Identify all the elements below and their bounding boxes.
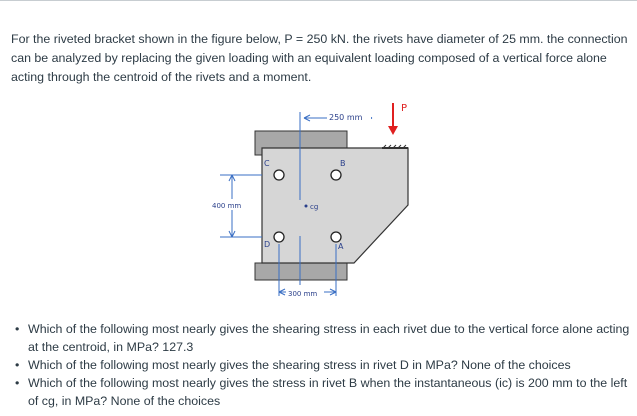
top-divider bbox=[0, 0, 637, 1]
centroid-dot bbox=[304, 204, 308, 208]
dim-top-label: 250 mm bbox=[329, 113, 363, 122]
question-item: • Which of the following most nearly giv… bbox=[10, 320, 630, 356]
question-item: • Which of the following most nearly giv… bbox=[10, 356, 630, 374]
rivet-b-label: B bbox=[340, 159, 346, 168]
question-item: • Which of the following most nearly giv… bbox=[10, 374, 630, 410]
load-arrow-head bbox=[388, 126, 398, 135]
dim-top-label-bg bbox=[327, 110, 371, 122]
rivet-a-label: A bbox=[338, 242, 344, 251]
dim-left-arrow-bottom bbox=[228, 230, 236, 238]
dim-bottom-arrow-right bbox=[329, 288, 337, 296]
question-list: • Which of the following most nearly giv… bbox=[10, 320, 630, 410]
top-support-bar bbox=[254, 130, 348, 156]
rivet-d-label: D bbox=[264, 240, 270, 249]
bracket-plate bbox=[261, 147, 409, 264]
rivet-b bbox=[330, 169, 342, 181]
dim-left-label: 400 mm bbox=[212, 202, 241, 210]
question-text: Which of the following most nearly gives… bbox=[28, 322, 630, 354]
dim-bottom-label-bg bbox=[286, 287, 324, 298]
bottom-support-bar bbox=[254, 262, 348, 281]
dim-top-arrow-right bbox=[365, 114, 373, 122]
rivet-a bbox=[330, 231, 342, 243]
bullet: • bbox=[15, 376, 20, 390]
bullet: • bbox=[15, 358, 20, 372]
rivet-c-label: C bbox=[264, 159, 270, 168]
dim-top-arrow-left bbox=[303, 114, 311, 122]
rivet-c bbox=[273, 169, 285, 181]
problem-statement: For the riveted bracket shown in the fig… bbox=[11, 32, 628, 84]
question-text: Which of the following most nearly gives… bbox=[28, 376, 628, 408]
dim-left-arrow-top bbox=[228, 174, 236, 182]
centroid-label: cg bbox=[310, 203, 318, 211]
rivet-d bbox=[273, 231, 285, 243]
dim-bottom-arrow-left bbox=[278, 288, 286, 296]
load-hatch-marks bbox=[382, 144, 407, 149]
question-text: Which of the following most nearly gives… bbox=[28, 358, 571, 372]
dim-bottom-label: 300 mm bbox=[288, 290, 317, 298]
dim-left-label-bg bbox=[210, 199, 254, 210]
load-label: P bbox=[401, 103, 407, 114]
bullet: • bbox=[15, 322, 20, 336]
